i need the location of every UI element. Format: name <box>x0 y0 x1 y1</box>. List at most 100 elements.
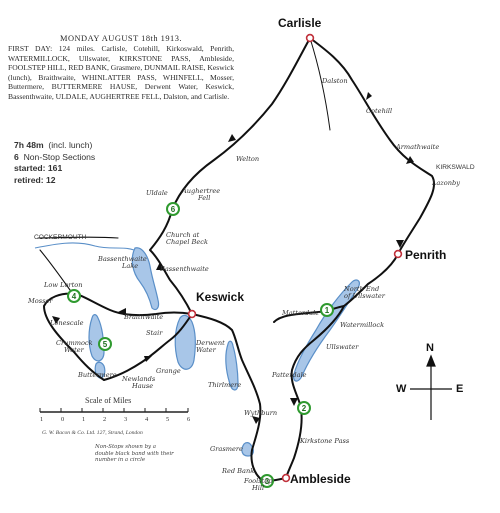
arrow-mark <box>252 416 260 424</box>
place-lonescale: Lonescale <box>50 319 84 327</box>
scale-tick: 0 <box>61 416 65 423</box>
bass-lake-line1: Bassenthwaite <box>98 255 147 263</box>
carlisle-marker <box>305 33 315 43</box>
town-keswick: Keswick <box>196 290 245 304</box>
place-kirkstone-pass: Kirkstone Pass <box>300 437 350 445</box>
section-5-number: 5 <box>103 340 108 349</box>
sections-count: 6 <box>14 151 19 162</box>
compass-n: N <box>426 342 434 354</box>
north-end-line2: of Ullswater <box>344 292 385 301</box>
arrow-mark <box>396 240 404 248</box>
place-welton: Welton <box>236 155 260 163</box>
day-date: MONDAY AUGUST 18th 1913. <box>60 34 182 43</box>
route-buttermere-keswick <box>103 313 193 381</box>
keswick-marker <box>187 309 197 319</box>
section-5: 5 <box>98 337 112 351</box>
place-ullswater: Ullswater <box>326 343 359 351</box>
section-3-number: 3 <box>265 477 270 486</box>
route <box>37 37 436 482</box>
church-line2: Chapel Beck <box>166 238 208 247</box>
arrow-mark <box>144 356 152 362</box>
route-keswick-lorton <box>75 293 193 317</box>
section-3: 3 <box>260 474 274 488</box>
place-bassenthwaite: Bassenthwaite <box>160 265 209 273</box>
north-end-line1: North End <box>344 285 380 293</box>
route-matterdale <box>273 305 345 323</box>
scale-tick: 5 <box>166 416 170 423</box>
place-low-lorton: Low Lorton <box>44 281 83 289</box>
scale-tick: 3 <box>124 416 128 423</box>
place-patterdale: Patterdale <box>272 371 307 379</box>
road-cockermouth <box>37 236 119 239</box>
place-red-bank: Red Bank <box>222 467 255 475</box>
started-count: started: 161 <box>14 163 63 174</box>
route-uldale-carlisle <box>171 37 311 211</box>
place-wythburn: Wythburn <box>244 409 278 417</box>
crummock-water <box>88 314 105 362</box>
non-stop-note: Non-Stops shown by a double black band w… <box>95 444 174 464</box>
section-4: 4 <box>67 289 81 303</box>
compass-rose <box>410 354 452 420</box>
arrow-mark <box>228 134 236 142</box>
foolstep-line1: Foolstep <box>244 477 273 485</box>
aughertree-line2: Fell <box>198 194 211 203</box>
place-uldale: Uldale <box>146 189 168 197</box>
section-4-number: 4 <box>72 292 77 301</box>
arrow-mark <box>290 398 298 406</box>
scale-title: Scale of Miles <box>85 396 132 405</box>
grasmere-lake <box>241 442 254 457</box>
penrith-marker <box>393 249 403 259</box>
day-route-text: FIRST DAY: 124 miles. Carlisle, Cotehill… <box>8 44 234 101</box>
total-time: 7h 48m <box>14 140 44 150</box>
place-cotehill: Cotehill <box>366 107 393 115</box>
section-1: 1 <box>320 303 334 317</box>
crummock-line2: Water <box>64 346 84 355</box>
place-dalston: Dalston <box>322 77 348 85</box>
non-stop-sections: 1 2 3 4 5 6 <box>67 202 334 488</box>
compass-w: W <box>396 383 407 395</box>
town-cockermouth: COCKERMOUTH <box>34 234 87 241</box>
day-stats: 7h 48m (incl. lunch) 6 Non-Stop Sections… <box>14 140 95 186</box>
road-lorton-cockermouth <box>39 249 71 291</box>
section-2: 2 <box>297 401 311 415</box>
town-carlisle: Carlisle <box>278 16 322 30</box>
town-kirkoswald: KIRKSWALD <box>436 164 475 171</box>
place-thirlmere: Thirlmere <box>208 381 242 389</box>
place-lazonby: Lazonby <box>432 179 460 187</box>
scale-tick: 1 <box>82 416 86 423</box>
sections-label: Non-Stop Sections <box>23 151 96 162</box>
section-6-number: 6 <box>171 205 176 214</box>
scale-tick: 4 <box>145 416 149 423</box>
arrow-mark <box>156 262 164 270</box>
section-6: 6 <box>166 202 180 216</box>
place-braithwaite: Braithwaite <box>124 313 164 321</box>
bass-lake-line2: Lake <box>122 262 139 271</box>
time-line: 7h 48m (incl. lunch) <box>14 140 95 152</box>
section-1-number: 1 <box>325 306 330 315</box>
arrow-mark <box>52 316 60 324</box>
foolstep-line2: Hill <box>252 484 265 493</box>
town-markers <box>187 33 403 483</box>
newlands-line2: Hause <box>132 382 154 391</box>
place-armathwaite: Armathwaite <box>396 143 440 151</box>
place-stair: Stair <box>146 329 163 337</box>
town-ambleside: Ambleside <box>290 472 351 486</box>
place-grasmere: Grasmere <box>210 445 243 453</box>
scale-tick: 2 <box>103 416 107 423</box>
derwent-line2: Water <box>196 346 216 355</box>
place-grange: Grange <box>156 367 181 375</box>
scale-tick: 1 <box>40 416 44 423</box>
aughertree-line1: Aughertree <box>182 187 221 195</box>
arrow-mark <box>366 92 372 100</box>
road-dalston <box>309 37 331 131</box>
town-penrith: Penrith <box>405 248 447 262</box>
sections-line: 6 Non-Stop Sections <box>14 152 95 164</box>
scale-tick: 6 <box>187 416 191 423</box>
scale-bar <box>39 408 189 413</box>
place-mosser: Mosser <box>28 297 53 305</box>
